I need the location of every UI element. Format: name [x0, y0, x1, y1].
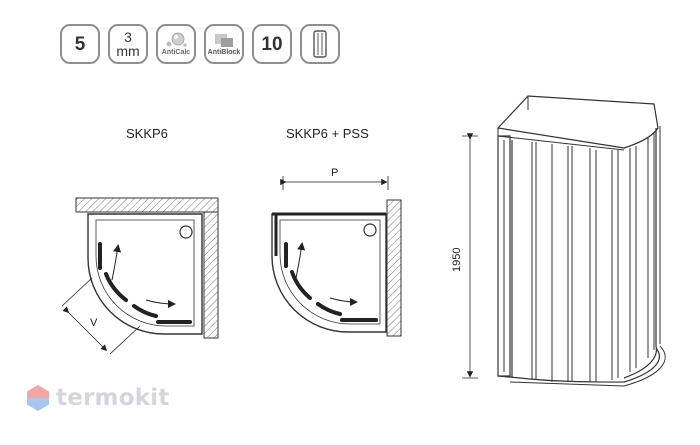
hexagon-logo-icon [27, 385, 49, 411]
middle-title: SKKP6 + PSS [286, 126, 369, 141]
tray-inner [95, 219, 195, 327]
badge-label: AntiCalc [161, 49, 191, 56]
profile-column-icon [313, 30, 327, 58]
badge-profile [300, 24, 340, 64]
badge-unit: mm [116, 43, 140, 59]
badge-anticalc: AntiCalc [156, 24, 196, 64]
drops-icon [166, 32, 187, 47]
badge-value: 10 [261, 33, 283, 55]
tray-inner [279, 219, 381, 325]
drain-icon [363, 223, 377, 237]
badge-glass-3mm: 3 mm [108, 24, 148, 64]
badge-label: AntiBlock [207, 49, 241, 56]
wall-top [75, 197, 219, 213]
termokit-logo: termokit [26, 384, 169, 412]
enclosure-3d [462, 95, 666, 387]
left-title: SKKP6 [126, 126, 168, 141]
badge-glass-5: 5 [60, 24, 100, 64]
badge-value: 3 [124, 29, 132, 45]
feature-badges: 5 3 mm AntiCalc AntiBlock 10 [60, 24, 340, 64]
plan-skkp6-pss [271, 176, 402, 337]
badge-antiblock: AntiBlock [204, 24, 244, 64]
dim-p-label: P [331, 167, 338, 179]
height-label: 1950 [451, 248, 463, 272]
badge-value: 5 [74, 33, 86, 55]
dim-v-label: V [90, 317, 98, 329]
wall-right [203, 211, 219, 339]
drain-icon [179, 225, 193, 239]
wall-right [386, 199, 402, 337]
plan-skkp6 [61, 197, 219, 355]
logo-text: termokit [56, 385, 170, 411]
block-icon [215, 34, 233, 47]
badge-warranty-10: 10 [252, 24, 292, 64]
